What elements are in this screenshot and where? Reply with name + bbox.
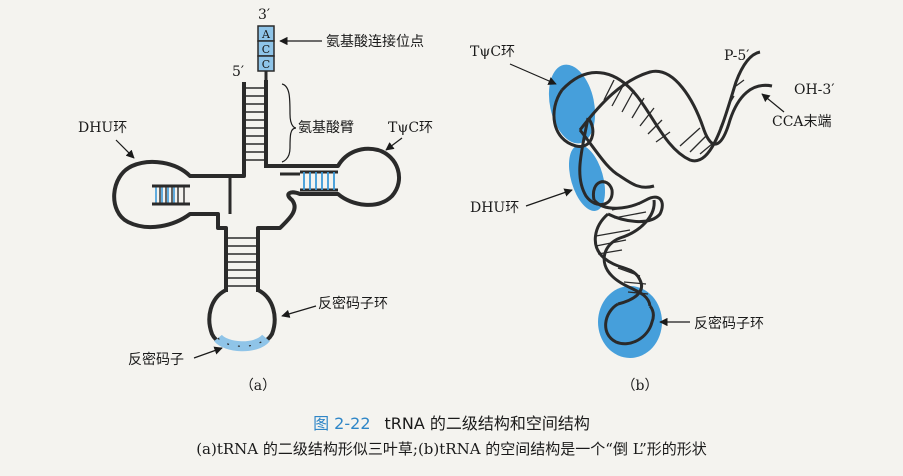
panel-a-labels: 氨基酸连接位点 氨基酸臂 DHU环 TψC环 反密码子环 反密码子 （a）: [78, 33, 433, 394]
acc-end: A C C: [257, 25, 275, 80]
acceptor-stem-pairs: [244, 87, 266, 161]
panel-b-label: （b）: [622, 378, 659, 394]
anticodon-label: 反密码子: [128, 351, 184, 368]
acc-base-3: C: [262, 58, 270, 71]
tpsic-loop-label: TψC环: [388, 120, 433, 136]
figure-title-text: tRNA 的二级结构和空间结构: [384, 414, 590, 433]
three-prime-label: 3′: [258, 7, 270, 23]
oh3-label: OH-3′: [794, 82, 835, 98]
five-prime-label: 5′: [232, 64, 244, 80]
anticodon-loop-label: 反密码子环: [318, 295, 388, 312]
acc-base-1: A: [261, 28, 271, 41]
anticodon-bases: [214, 334, 270, 352]
b-anticodon-loop-label: 反密码子环: [694, 315, 764, 332]
amino-site-label: 氨基酸连接位点: [326, 33, 424, 50]
backbone-outline: [112, 146, 402, 350]
figure-subtitle: (a)tRNA 的二级结构形似三叶草;(b)tRNA 的空间结构是一个“倒 L”…: [196, 440, 707, 458]
anticodon-stem-pairs: [226, 237, 258, 287]
l-shape-structure: [548, 50, 773, 358]
d-stem-pairs: [159, 186, 185, 204]
upper-helix-pairs: [603, 79, 745, 155]
acceptor-arm-label: 氨基酸臂: [298, 119, 354, 136]
dhu-loop-label: DHU环: [78, 120, 127, 136]
p5-label: P-5′: [724, 48, 749, 64]
panel-a-label: （a）: [240, 378, 276, 394]
b-dhu-loop-label: DHU环: [470, 200, 519, 216]
figure-number: 图 2-22: [313, 414, 371, 433]
panel-b-labels: TψC环 P-5′ OH-3′ CCA末端 DHU环 反密码子环 （b）: [470, 44, 835, 394]
b-tpsic-loop-label: TψC环: [470, 44, 515, 60]
dhu-highlight: [568, 145, 606, 211]
cca-label: CCA末端: [772, 114, 832, 130]
figure-title: 图 2-22 tRNA 的二级结构和空间结构: [0, 410, 903, 434]
cloverleaf-structure: A C C 3′ 5′: [112, 7, 402, 352]
t-stem-pairs: [303, 172, 335, 190]
lower-helix-pairs: [595, 203, 649, 295]
acc-base-2: C: [262, 43, 270, 56]
